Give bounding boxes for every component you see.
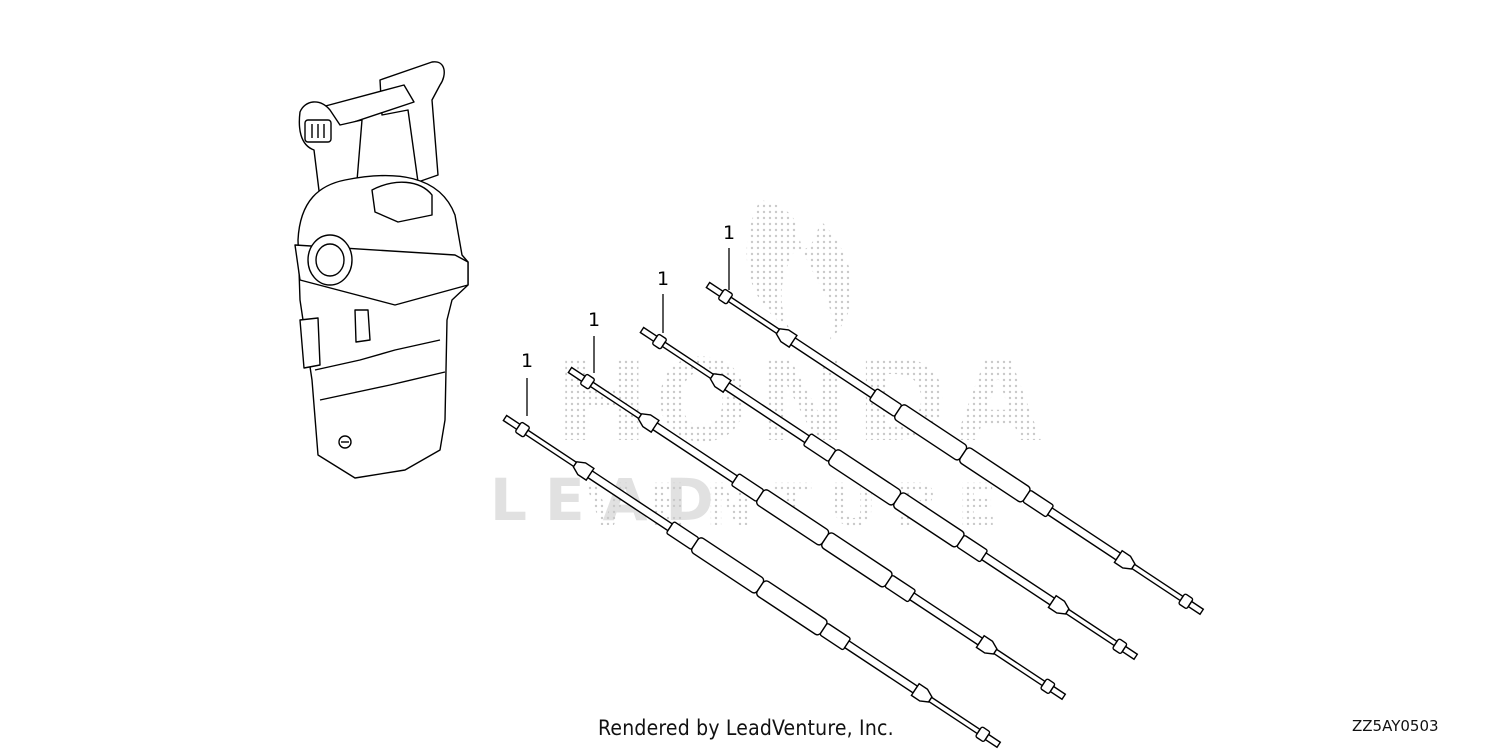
cable-3 <box>639 326 1139 661</box>
watermark-brand-text: HONDA <box>555 337 1047 467</box>
cable-1 <box>502 414 1002 749</box>
callout-number: 1 <box>521 350 534 372</box>
cable-4 <box>705 281 1205 616</box>
diagram-code: ZZ5AY0503 <box>1352 717 1439 735</box>
cable-2 <box>567 366 1067 701</box>
callout-number: 1 <box>588 309 601 331</box>
footer-credit: Rendered by LeadVenture, Inc. <box>598 716 894 740</box>
callout-number: 1 <box>657 268 670 290</box>
remote-control-box <box>294 61 469 479</box>
callout-number: 1 <box>723 222 736 244</box>
leader-lines <box>526 248 730 416</box>
flame-icon <box>746 200 853 340</box>
